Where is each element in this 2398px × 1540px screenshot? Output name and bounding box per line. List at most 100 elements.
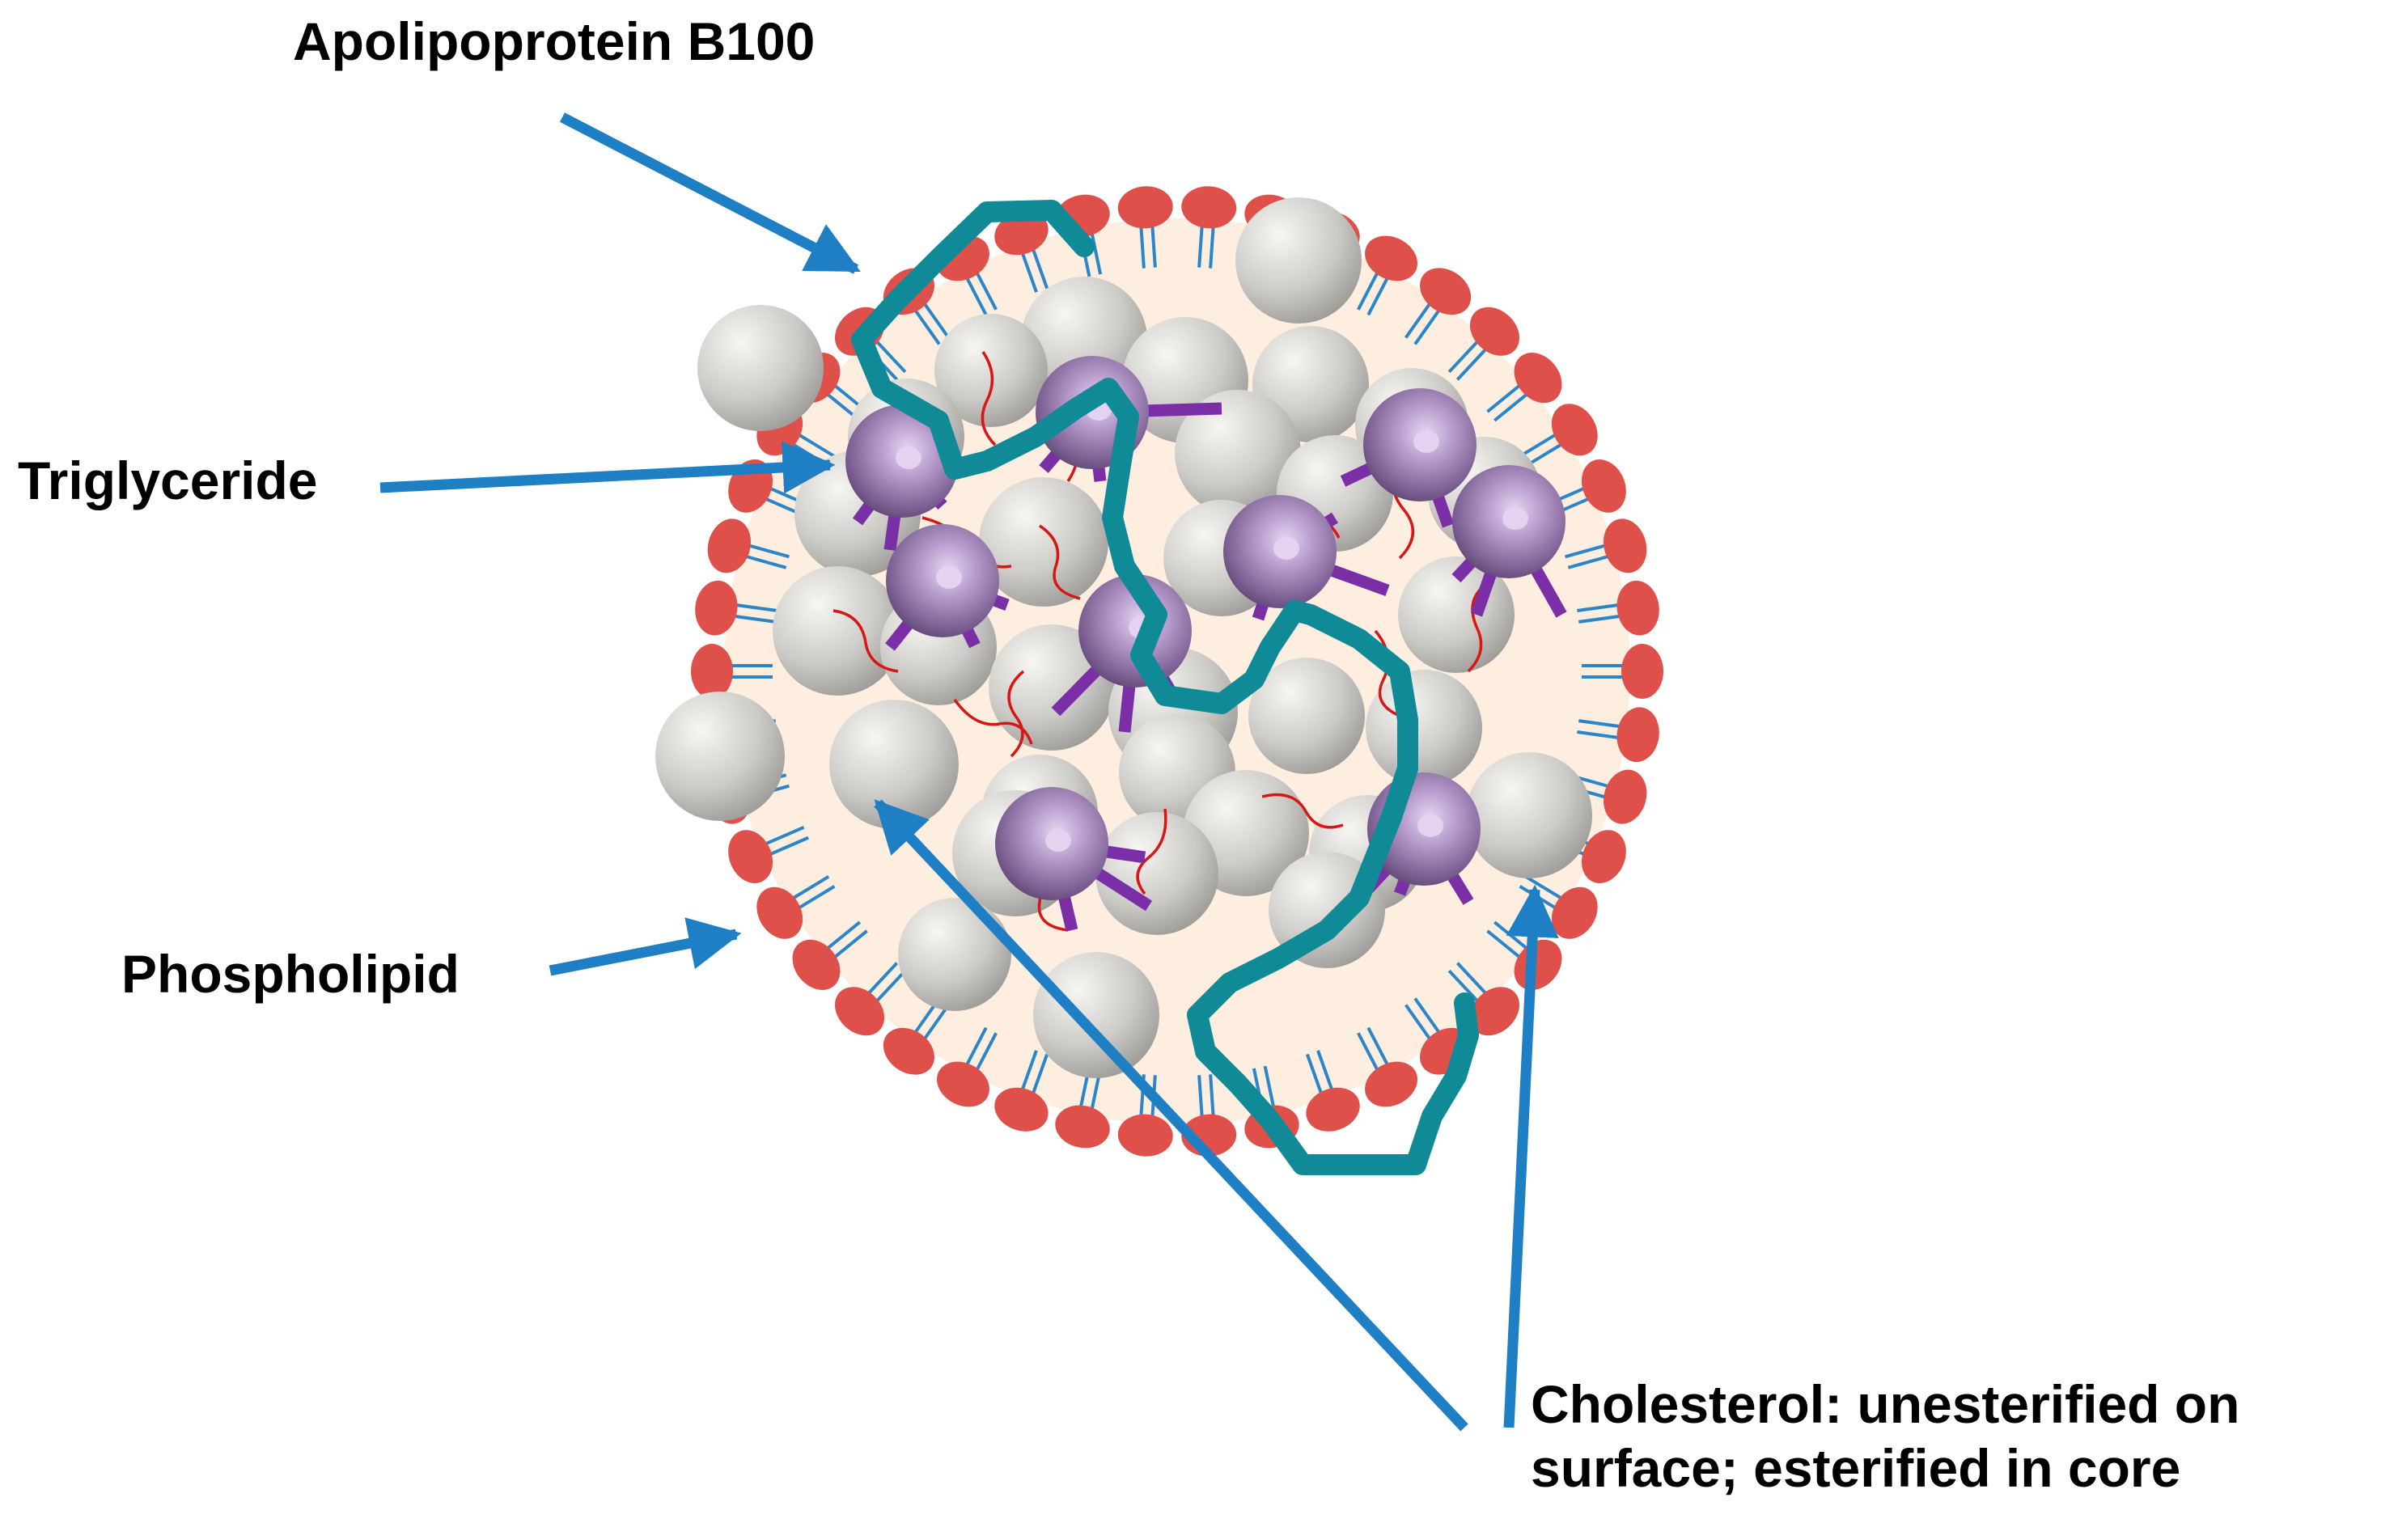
phospholipid-tail <box>1366 274 1391 316</box>
phospholipid-tail <box>1089 230 1103 275</box>
phospholipid-head <box>1604 769 1647 824</box>
phospholipid-tail <box>1577 730 1622 740</box>
cholesterol-sphere <box>1466 752 1592 878</box>
phospholipid <box>1357 235 1418 316</box>
phospholipid-tail <box>1486 382 1523 413</box>
cholesterol-sphere <box>1095 812 1218 935</box>
phospholipid-tail <box>1455 345 1489 381</box>
triglyceride-highlight <box>936 566 962 589</box>
phospholipid <box>728 825 809 883</box>
phospholipid-tail <box>1366 1026 1391 1068</box>
phospholipid <box>792 920 868 990</box>
phospholipid-tail <box>921 1004 951 1043</box>
triglyceride-highlight <box>1417 814 1443 837</box>
phospholipid-tail <box>873 338 907 374</box>
fatty-acid-chain <box>833 609 899 673</box>
phospholipid-tail <box>1030 246 1049 290</box>
phospholipid-head <box>1551 404 1598 456</box>
cholesterol-sphere <box>1248 658 1365 774</box>
cholesterol-sphere <box>979 477 1108 607</box>
phospholipid <box>1565 518 1647 573</box>
apolipoprotein-b100-strand <box>851 200 1479 1175</box>
phospholipid-tail <box>1447 338 1481 374</box>
phospholipid-tail <box>1578 719 1624 729</box>
apolipoprotein-label: Apolipoprotein B100 <box>293 11 816 71</box>
phospholipid-head <box>1581 459 1626 513</box>
phospholipid-tail <box>1030 1053 1049 1097</box>
phospholipid-tail <box>1209 1074 1215 1119</box>
phospholipid-head <box>707 518 751 573</box>
fatty-acid-chain <box>1467 581 1489 673</box>
triglyceride-label: Triglyceride <box>18 451 318 510</box>
phospholipid-tail <box>766 836 809 857</box>
cholesterol-sphere <box>773 566 902 696</box>
phospholipid-head <box>1621 644 1663 699</box>
phospholipid-head <box>1365 1061 1418 1107</box>
phospholipid <box>994 211 1049 293</box>
phospholipid <box>691 644 773 699</box>
phospholipid <box>1447 307 1520 381</box>
phospholipid-head <box>1365 235 1418 281</box>
triglyceride-highlight <box>896 446 921 469</box>
phospholipid <box>1117 186 1173 269</box>
phospholipid-tail <box>732 603 777 612</box>
phospholipid-head <box>1616 707 1659 763</box>
phospholipid <box>1404 268 1472 345</box>
phospholipid <box>1582 644 1663 699</box>
phospholipid <box>756 875 836 939</box>
phospholipid-tail <box>1493 391 1531 422</box>
phospholipid-tail <box>1486 929 1523 961</box>
phospholipid-tail <box>731 614 776 624</box>
phospholipid-tail <box>1357 1032 1380 1073</box>
phospholipid-tail <box>1524 441 1565 468</box>
phospholipid-tail <box>831 929 868 961</box>
phospholipid-head <box>1469 987 1520 1036</box>
cholesterol-surface-arrow <box>1503 884 1559 1428</box>
phospholipid-head <box>1420 268 1472 315</box>
cholesterol-sphere <box>829 700 959 829</box>
phospholipid-head <box>1306 1087 1360 1132</box>
phospholipid-head <box>994 211 1049 256</box>
phospholipid-tail <box>762 825 805 847</box>
cholesterol-label-line2: surface; esterified in core <box>1531 1438 2181 1499</box>
cholesterol-core-arrow <box>874 799 1468 1432</box>
triglyceride-highlight <box>1273 537 1299 560</box>
phospholipid-label: Phospholipid <box>121 944 460 1004</box>
phospholipid <box>707 518 790 573</box>
phospholipid-tail <box>824 920 861 952</box>
phospholipid-head <box>936 1061 989 1107</box>
cholesterol-label-line1: Cholesterol: unesterified on <box>1531 1374 2240 1434</box>
cholesterol-sphere <box>697 305 824 431</box>
fatty-acid-chain <box>1007 670 1025 758</box>
triglyceride <box>1451 465 1567 618</box>
triglyceride-highlight <box>1045 829 1071 852</box>
apolipoprotein-arrow <box>560 112 861 274</box>
phospholipid-tail <box>1019 249 1038 293</box>
phospholipid-arrow <box>549 917 742 976</box>
phospholipid-head <box>728 830 773 883</box>
phospholipid-head <box>1055 1105 1110 1149</box>
phospholipid-tail <box>1577 603 1622 612</box>
phospholipid-tail <box>1519 431 1559 458</box>
phospholipid-tail <box>1209 223 1215 269</box>
phospholipid <box>994 1050 1049 1132</box>
phospholipid <box>1519 404 1598 468</box>
triglyceride-highlight <box>1413 430 1439 453</box>
phospholipid-tail <box>964 274 988 316</box>
phospholipid-tail <box>1019 1050 1038 1094</box>
fatty-acid-chain <box>1136 808 1167 895</box>
phospholipid-tail <box>790 875 830 902</box>
phospholipid-head <box>1117 1114 1173 1157</box>
phospholipid <box>936 1026 998 1107</box>
phospholipid-head <box>792 939 841 990</box>
phospholipid-tail <box>1316 1050 1335 1094</box>
phospholipid-head <box>695 580 738 636</box>
phospholipid-tail <box>795 885 836 912</box>
phospholipid-head <box>1581 830 1626 883</box>
phospholipid-tail <box>1263 1065 1276 1111</box>
phospholipid <box>834 962 907 1036</box>
phospholipid-tail <box>1404 1004 1433 1043</box>
phospholipid <box>1357 1026 1418 1107</box>
phospholipid-tail <box>912 307 941 345</box>
cholesterol-sphere <box>1175 390 1301 516</box>
